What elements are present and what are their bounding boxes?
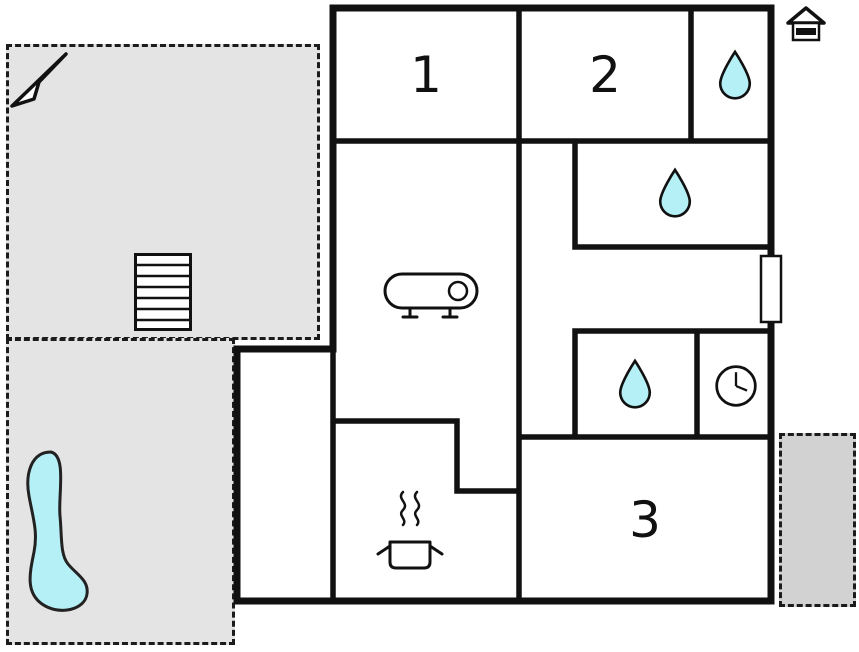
interior-walls bbox=[330, 8, 771, 601]
porch-right bbox=[779, 433, 856, 607]
stairs-outline bbox=[134, 253, 192, 331]
house-icon bbox=[786, 6, 826, 42]
clock-icon bbox=[715, 365, 757, 407]
water-drop-icon bbox=[618, 358, 652, 409]
sofa-legs bbox=[401, 306, 459, 319]
pot-handles bbox=[376, 544, 444, 556]
sofa-cushion bbox=[447, 280, 469, 302]
steam-lines bbox=[399, 490, 421, 527]
pool bbox=[26, 450, 89, 612]
water-drop-shape bbox=[718, 49, 752, 100]
door-opening bbox=[759, 254, 783, 324]
pool-shape bbox=[26, 450, 89, 612]
pot-body bbox=[388, 540, 432, 570]
stairs-treads bbox=[135, 263, 191, 322]
house-band bbox=[796, 28, 816, 35]
cooking-pot-icon bbox=[376, 490, 444, 570]
clock-hour-hand bbox=[735, 384, 748, 392]
water-drop-shape bbox=[618, 358, 652, 409]
room-1-label: 1 bbox=[410, 46, 442, 104]
water-drop-icon bbox=[658, 167, 692, 218]
north-arrow-shape bbox=[10, 52, 68, 108]
room-2-label: 2 bbox=[589, 46, 621, 104]
north-arrow-icon bbox=[10, 52, 68, 108]
stairs-icon bbox=[134, 253, 192, 331]
sofa-icon bbox=[383, 272, 479, 319]
water-drop-icon bbox=[718, 49, 752, 100]
room-3-label: 3 bbox=[629, 491, 661, 549]
water-drop-shape bbox=[658, 167, 692, 218]
